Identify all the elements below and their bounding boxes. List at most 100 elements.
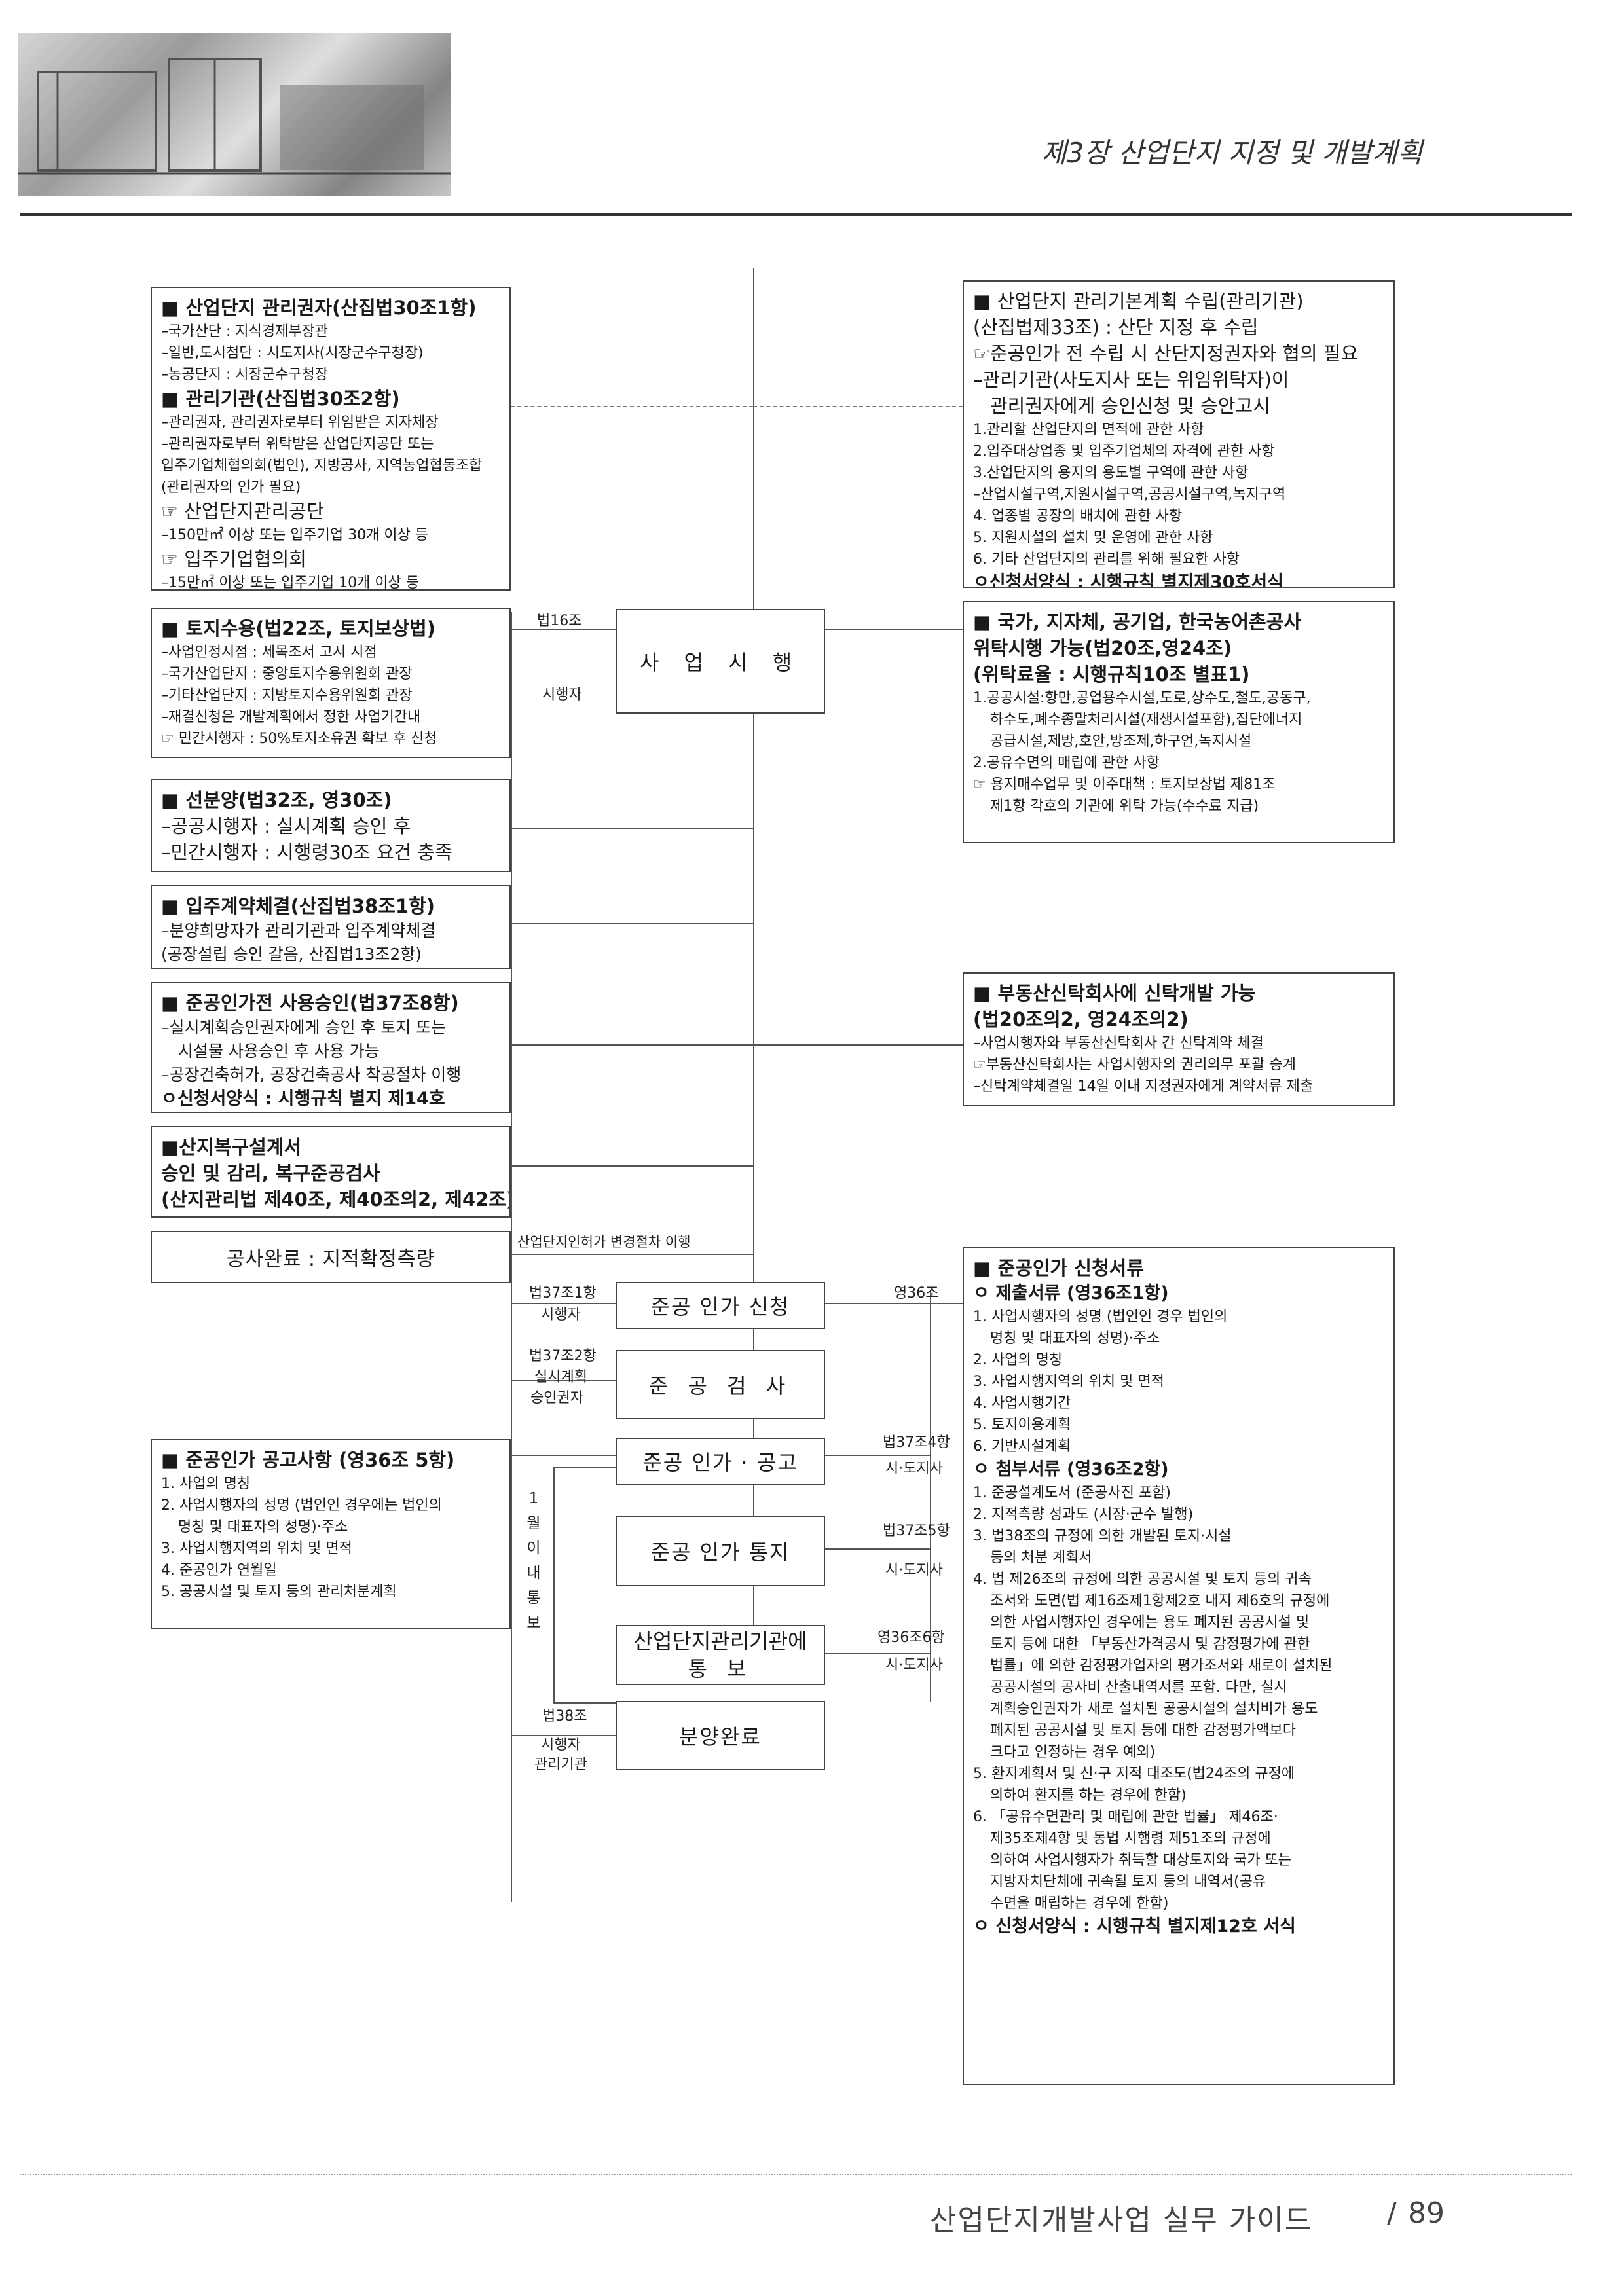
box-line: 명칭 및 대표자의 성명)·주소 bbox=[178, 1519, 348, 1535]
box-line: –관리권자로부터 위탁받은 산업단지공단 또는 bbox=[161, 436, 434, 452]
box-line: 4. 업종별 공장의 배치에 관한 사항 bbox=[973, 508, 1183, 524]
page-number: 89 bbox=[1408, 2196, 1445, 2230]
box-line: –공장건축허가, 공장건축공사 착공절차 이행 bbox=[161, 1065, 462, 1084]
label-apply-law: 법37조1항 bbox=[529, 1285, 597, 1302]
box-line: 폐지된 공공시설 및 토지 등에 대한 감정평가액보다 bbox=[990, 1722, 1297, 1739]
box-line: ☞ 민간시행자 : 50%토지소유권 확보 후 신청 bbox=[161, 731, 437, 747]
box-line: 2.공유수면의 매립에 관한 사항 bbox=[973, 755, 1160, 771]
box-line: 조서와 도면(법 제16조제1항제2호 내지 제6호의 규정에 bbox=[990, 1593, 1330, 1609]
contract-box: ■ 입주계약체결(산집법38조1항)–분양희망자가 관리기관과 입주계약체결(공… bbox=[151, 885, 511, 969]
box-line: –150만㎡ 이상 또는 입주기업 30개 이상 등 bbox=[161, 527, 429, 543]
box-line: 공급시설,제방,호안,방조제,하구언,녹지시설 bbox=[990, 733, 1252, 750]
label-report-decree: 영36조6항 bbox=[877, 1630, 945, 1646]
box-line: 시설물 사용승인 후 사용 가능 bbox=[178, 1042, 380, 1061]
link-notify-right bbox=[825, 1548, 930, 1550]
box-line: 계획승인권자가 새로 설치된 공공시설의 설치비가 용도 bbox=[990, 1701, 1318, 1717]
box-line: 4. 사업시행기간 bbox=[973, 1395, 1071, 1412]
step-completion-apply-label: 준공 인가 신청 bbox=[650, 1294, 790, 1319]
box-line: 하수도,폐수종말처리시설(재생시설포함),집단에너지 bbox=[990, 712, 1302, 728]
label-inspect-authority: 승인권자 bbox=[530, 1390, 583, 1406]
box-line: 6. 기반시설계획 bbox=[973, 1438, 1071, 1455]
box-line: 1.공공시설:항만,공업용수시설,도로,상수도,철도,공동구, bbox=[973, 690, 1311, 706]
box-line: 6. 「공유수면관리 및 매립에 관한 법률」 제46조· bbox=[973, 1809, 1278, 1825]
label-inspect-law: 법37조2항 bbox=[529, 1348, 597, 1364]
box-line: 위탁시행 가능(법20조,영24조) bbox=[973, 637, 1232, 659]
box-line: 2. 사업의 명칭 bbox=[973, 1352, 1063, 1368]
link-sale-left bbox=[511, 1735, 616, 1736]
box-line: 5. 공공시설 및 토지 등의 관리처분계획 bbox=[161, 1584, 397, 1600]
box-line: –산업시설구역,지원시설구역,공공시설구역,녹지구역 bbox=[973, 486, 1286, 503]
box-line: 4. 준공인가 연월일 bbox=[161, 1562, 277, 1578]
label-month-report: 1월이내통보 bbox=[526, 1490, 541, 1631]
box-line: ㅇ 신청서양식 : 시행규칙 별지제12호 서식 bbox=[973, 1916, 1296, 1937]
box-line: ㅇ 제출서류 (영36조1항) bbox=[973, 1283, 1169, 1303]
label-change-procedure: 산업단지인허가 변경절차 이행 bbox=[517, 1234, 691, 1250]
presale-box: ■ 선분양(법32조, 영30조)–공공시행자 : 실시계획 승인 후–민간시행… bbox=[151, 779, 511, 872]
header-photo bbox=[18, 33, 451, 196]
box-line: 수면을 매립하는 경우에 한함) bbox=[990, 1895, 1169, 1912]
header-rule bbox=[20, 213, 1572, 216]
management-basic-plan-box: ■ 산업단지 관리기본계획 수립(관리기관)(산집법제33조) : 산단 지정 … bbox=[963, 280, 1395, 588]
box-line: 5. 환지계획서 및 신·구 지적 대조도(법24조의 규정에 bbox=[973, 1766, 1295, 1782]
link-apply-left bbox=[511, 1303, 616, 1304]
box-line: 3.산업단지의 용지의 용도별 구역에 관한 사항 bbox=[973, 465, 1249, 481]
box-line: 크다고 인정하는 경우 예외) bbox=[990, 1744, 1156, 1760]
step-completion-apply[interactable]: 준공 인가 신청 bbox=[616, 1282, 825, 1329]
announcement-items-box: ■ 준공인가 공고사항 (영36조 5항) 1. 사업의 명칭 2. 사업시행자의 … bbox=[151, 1439, 511, 1629]
label-apply-decree: 영36조 bbox=[894, 1285, 939, 1302]
box-line: 입주기업체협의회(법인), 지방공사, 지역농업협동조합 bbox=[161, 458, 483, 474]
step-approval-notify[interactable]: 준공 인가 통지 bbox=[616, 1516, 825, 1586]
link-presale bbox=[511, 828, 753, 829]
box-line: 제1항 각호의 기관에 위탁 가능(수수료 지급) bbox=[990, 798, 1259, 814]
box-line: ☞ 용지매수업무 및 이주대책 : 토지보상법 제81조 bbox=[973, 776, 1276, 793]
box-line: 1. 사업의 명칭 bbox=[161, 1476, 251, 1492]
label-sale-executor: 시행자 bbox=[541, 1737, 581, 1753]
box-line: 의하여 사업시행자가 취득할 대상토지와 국가 또는 bbox=[990, 1852, 1292, 1868]
link-month-report-v bbox=[553, 1467, 555, 1702]
box-line: –사업시행자와 부동산신탁회사 간 신탁계약 체결 bbox=[973, 1035, 1264, 1051]
box-line: ■ 토지수용(법22조, 토지보상법) bbox=[161, 617, 435, 640]
link-basic-plan bbox=[753, 406, 963, 407]
box-line: 5. 토지이용계획 bbox=[973, 1417, 1071, 1433]
box-line: ■ 준공인가 공고사항 (영36조 5항) bbox=[161, 1449, 455, 1471]
box-line: –실시계획승인권자에게 승인 후 토지 또는 bbox=[161, 1018, 447, 1037]
step-business-label: 사 업 시 행 bbox=[639, 650, 802, 675]
step-report-agency[interactable]: 산업단지관리기관에 통 보 bbox=[616, 1625, 825, 1685]
construction-complete-box: 공사완료 : 지적확정측량 bbox=[151, 1231, 511, 1283]
label-business-law: 법16조 bbox=[537, 613, 582, 629]
step-sale-complete-label: 분양완료 bbox=[679, 1724, 762, 1749]
box-line: ■ 준공인가 신청서류 bbox=[973, 1257, 1145, 1279]
box-line: (공장설립 승인 갈음, 산집법13조2항) bbox=[161, 945, 422, 964]
label-sale-law: 법38조 bbox=[542, 1708, 587, 1724]
box-line: ☞ 입주기업협의회 bbox=[161, 548, 306, 570]
box-line: –관리권자, 관리권자로부터 위임받은 지자체장 bbox=[161, 414, 439, 431]
step-approval-announce-label: 준공 인가 · 공고 bbox=[642, 1450, 798, 1475]
box-line: 3. 사업시행지역의 위치 및 면적 bbox=[161, 1540, 352, 1557]
label-report-governor: 시·도지사 bbox=[885, 1657, 943, 1673]
footer-rule bbox=[20, 2174, 1572, 2175]
box-line: 4. 법 제26조의 규정에 의한 공공시설 및 토지 등의 귀속 bbox=[973, 1571, 1312, 1588]
box-line: 지방자치단체에 귀속될 토지 등의 내역서(공유 bbox=[990, 1874, 1266, 1890]
footer-guide-title: 산업단지개발사업 실무 가이드 bbox=[930, 2204, 1313, 2237]
box-line: (산집법제33조) : 산단 지정 후 수립 bbox=[973, 316, 1259, 338]
step-completion-inspect[interactable]: 준 공 검 사 bbox=[616, 1350, 825, 1419]
box-line: ■ 입주계약체결(산집법38조1항) bbox=[161, 895, 435, 917]
box-line: 토지 등에 대한 「부동산가격공시 및 감정평가에 관한 bbox=[990, 1636, 1311, 1652]
left-spine bbox=[511, 612, 512, 1902]
link-report-right bbox=[825, 1653, 930, 1654]
box-line: ☞ 산업단지관리공단 bbox=[161, 500, 324, 522]
box-line: 6. 기타 산업단지의 관리를 위해 필요한 사항 bbox=[973, 551, 1240, 568]
box-line: 2. 지적측량 성과도 (시장·군수 발행) bbox=[973, 1506, 1194, 1523]
step-sale-complete[interactable]: 분양완료 bbox=[616, 1701, 825, 1770]
step-approval-announce[interactable]: 준공 인가 · 공고 bbox=[616, 1438, 825, 1485]
box-line: 3. 사업시행지역의 위치 및 면적 bbox=[973, 1374, 1164, 1390]
box-line: ■ 국가, 지자체, 공기업, 한국농어촌공사 bbox=[973, 611, 1302, 633]
box-line: 2. 사업시행자의 성명 (법인인 경우에는 법인의 bbox=[161, 1497, 442, 1514]
link-announce bbox=[511, 1455, 616, 1456]
label-business-executor: 시행자 bbox=[542, 687, 582, 703]
step-business[interactable]: 사 업 시 행 bbox=[616, 609, 825, 714]
box-line: (관리권자의 인가 필요) bbox=[161, 479, 301, 496]
construction-complete-text: 공사완료 : 지적확정측량 bbox=[226, 1248, 435, 1271]
